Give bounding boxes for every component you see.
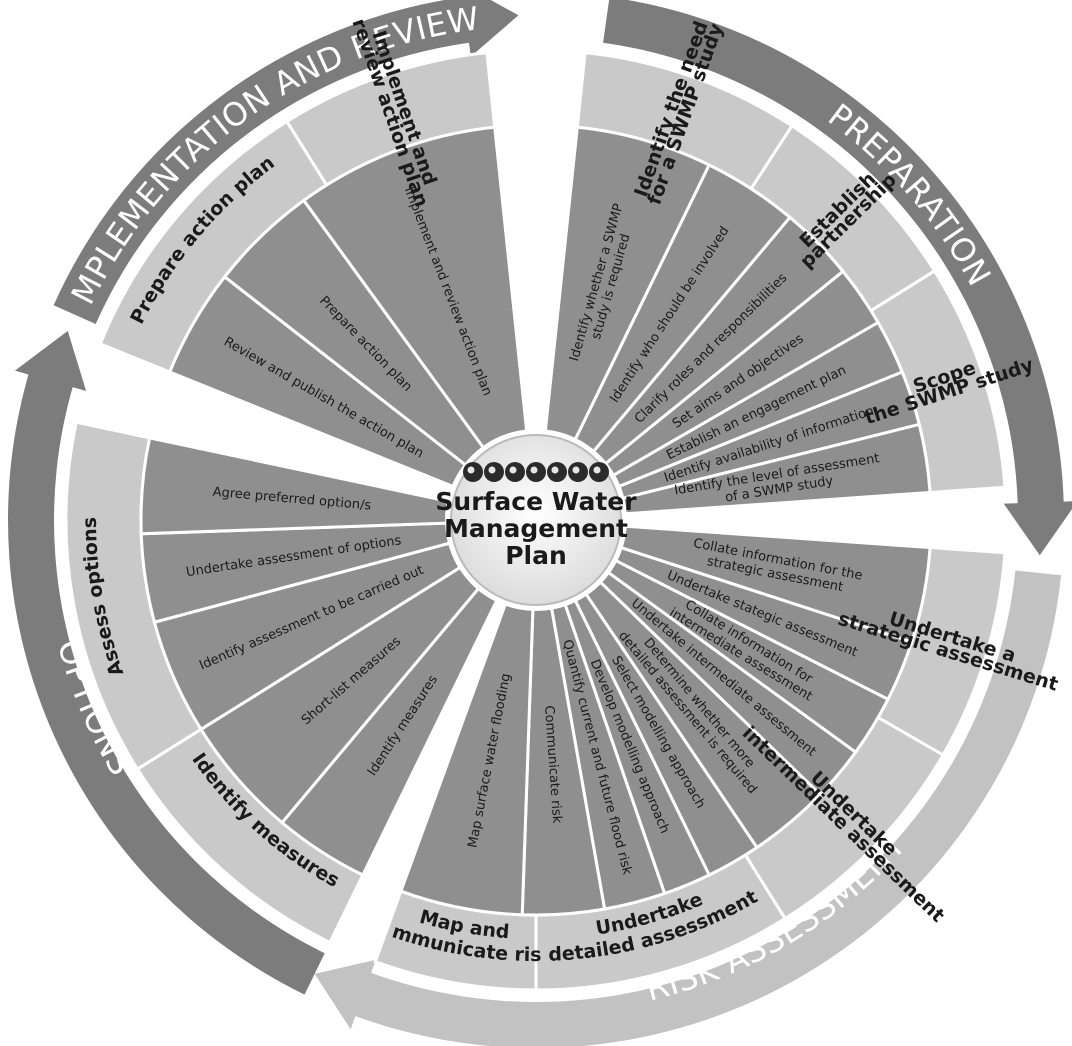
- water-drop-icon-glyph: [467, 466, 475, 474]
- fish-icon-glyph: [488, 466, 496, 474]
- fish-icon-glyph: [593, 466, 601, 474]
- cloud-icon-glyph: [551, 466, 559, 474]
- wave-icon-glyph: [509, 466, 517, 474]
- center-title-line: Surface Water: [435, 487, 637, 516]
- center-title-line: Plan: [505, 541, 567, 570]
- phase-ring: [7, 0, 1072, 1046]
- person-icon-glyph: [572, 466, 580, 474]
- phase-arrow-preparation: [603, 0, 1072, 556]
- phase-arrow-implementation: [53, 0, 519, 324]
- phase-arrow-risk: [314, 570, 1062, 1046]
- stage-band: [64, 50, 1007, 992]
- bush-icon-glyph: [530, 466, 538, 474]
- center-title-line: Management: [444, 514, 628, 543]
- phase-arrow-options: [7, 330, 325, 995]
